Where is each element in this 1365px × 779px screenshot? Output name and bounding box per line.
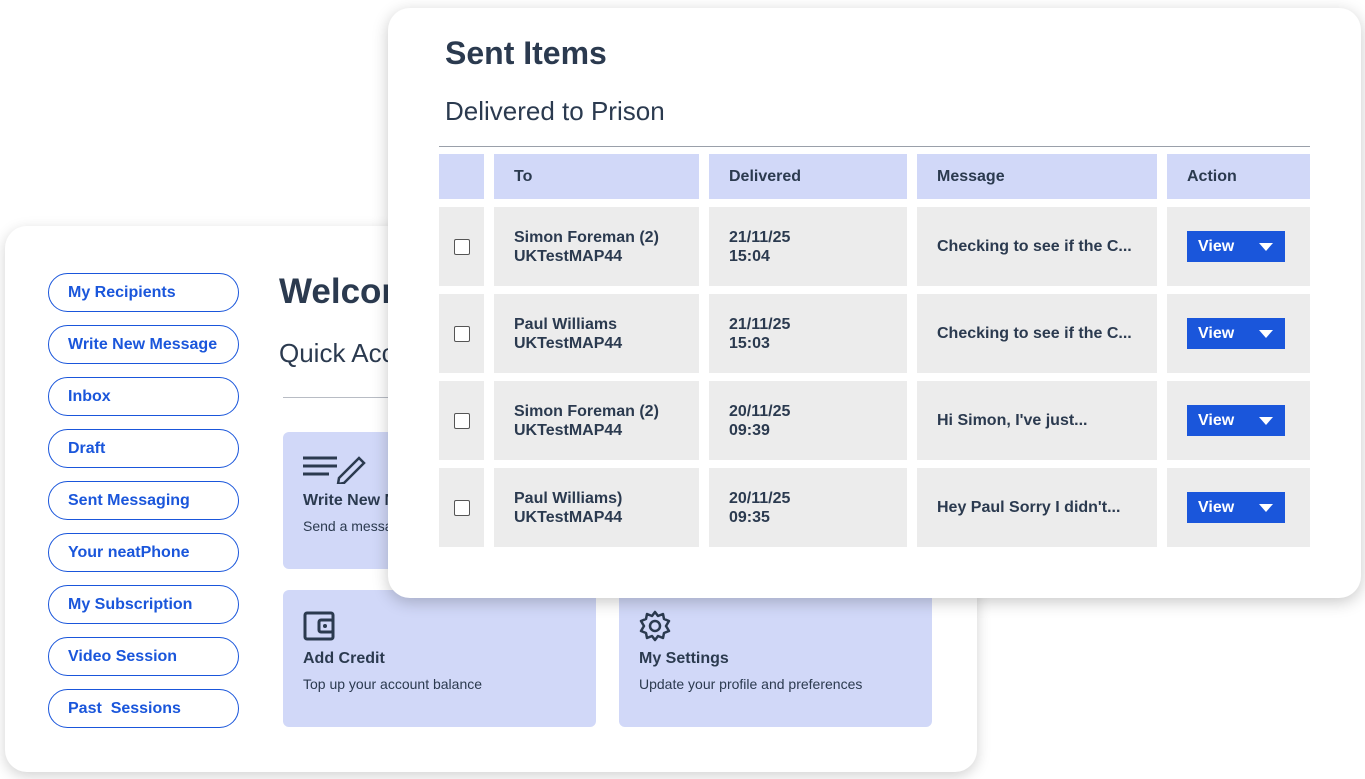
wallet-icon: [303, 611, 335, 641]
header-to: To: [494, 154, 699, 199]
action-cell: View: [1167, 468, 1310, 547]
recipient-name: Simon Foreman (2): [514, 402, 659, 420]
nav-draft[interactable]: Draft: [48, 429, 239, 468]
nav-inbox[interactable]: Inbox: [48, 377, 239, 416]
recipient-id: UKTestMAP44: [514, 247, 623, 265]
caret-down-icon[interactable]: [1259, 417, 1273, 425]
message-preview: Hi Simon, I've just...: [917, 381, 1157, 460]
select-cell: [439, 294, 484, 373]
action-cell: View: [1167, 294, 1310, 373]
nav-my-subscription[interactable]: My Subscription: [48, 585, 239, 624]
nav-past-sessions[interactable]: Past Sessions: [48, 689, 239, 728]
select-cell: [439, 468, 484, 547]
delivered-time: 15:03: [729, 334, 770, 352]
sent-items-table: To Delivered Message Action Simon Forema…: [439, 154, 1310, 555]
delivered-date: 21/11/25: [729, 315, 791, 333]
row-checkbox[interactable]: [453, 238, 470, 255]
page-subtitle: Delivered to Prison: [445, 96, 665, 126]
recipient-name: Simon Foreman (2): [514, 228, 659, 246]
delivered-time: 09:35: [729, 508, 770, 526]
view-label: View: [1198, 238, 1235, 255]
view-label: View: [1198, 325, 1235, 342]
tile-title: My Settings: [639, 650, 729, 667]
tile-subtitle: Update your profile and preferences: [639, 676, 863, 692]
tile-add-credit[interactable]: Add Credit Top up your account balance: [283, 590, 596, 727]
delivered-time: 15:04: [729, 247, 770, 265]
sent-items-window: Sent Items Delivered to Prison To Delive…: [388, 8, 1361, 598]
view-button[interactable]: View: [1187, 492, 1285, 523]
view-button[interactable]: View: [1187, 405, 1285, 436]
header-message: Message: [917, 154, 1157, 199]
to-cell: Paul Williams)UKTestMAP44: [494, 468, 699, 547]
nav-video-session[interactable]: Video Session: [48, 637, 239, 676]
caret-down-icon[interactable]: [1259, 330, 1273, 338]
tile-title: Add Credit: [303, 650, 385, 667]
to-cell: Simon Foreman (2)UKTestMAP44: [494, 207, 699, 286]
select-cell: [439, 381, 484, 460]
caret-down-icon[interactable]: [1259, 243, 1273, 251]
header-delivered: Delivered: [709, 154, 907, 199]
action-cell: View: [1167, 381, 1310, 460]
delivered-date: 20/11/25: [729, 489, 791, 507]
to-cell: Simon Foreman (2)UKTestMAP44: [494, 381, 699, 460]
view-button[interactable]: View: [1187, 231, 1285, 262]
view-label: View: [1198, 412, 1235, 429]
delivered-time: 09:39: [729, 421, 770, 439]
divider: [439, 146, 1310, 147]
recipient-id: UKTestMAP44: [514, 334, 623, 352]
tile-my-settings[interactable]: My Settings Update your profile and pref…: [619, 590, 932, 727]
select-cell: [439, 207, 484, 286]
delivered-date: 21/11/25: [729, 228, 791, 246]
header-action: Action: [1167, 154, 1310, 199]
recipient-name: Paul Williams): [514, 489, 623, 507]
message-preview: Checking to see if the C...: [917, 294, 1157, 373]
header-select: [439, 154, 484, 199]
nav-my-recipients[interactable]: My Recipients: [48, 273, 239, 312]
write-icon: [303, 456, 366, 484]
recipient-name: Paul Williams: [514, 315, 617, 333]
row-checkbox[interactable]: [453, 499, 470, 516]
row-checkbox[interactable]: [453, 412, 470, 429]
message-preview: Hey Paul Sorry I didn't...: [917, 468, 1157, 547]
message-preview: Checking to see if the C...: [917, 207, 1157, 286]
nav-sent-messaging[interactable]: Sent Messaging: [48, 481, 239, 520]
view-button[interactable]: View: [1187, 318, 1285, 349]
table-header: To Delivered Message Action: [439, 154, 1310, 199]
gear-icon: [639, 610, 671, 642]
nav-your-neatphone[interactable]: Your neatPhone: [48, 533, 239, 572]
delivered-date: 20/11/25: [729, 402, 791, 420]
action-cell: View: [1167, 207, 1310, 286]
nav-write-new-message[interactable]: Write New Message: [48, 325, 239, 364]
recipient-id: UKTestMAP44: [514, 421, 623, 439]
page-title: Sent Items: [445, 35, 607, 71]
view-label: View: [1198, 499, 1235, 516]
tile-subtitle: Top up your account balance: [303, 676, 483, 692]
caret-down-icon[interactable]: [1259, 504, 1273, 512]
recipient-id: UKTestMAP44: [514, 508, 623, 526]
tile-subtitle: Send a message: [303, 518, 409, 534]
row-checkbox[interactable]: [453, 325, 470, 342]
sidebar-nav: My Recipients Write New Message Inbox Dr…: [48, 273, 239, 741]
